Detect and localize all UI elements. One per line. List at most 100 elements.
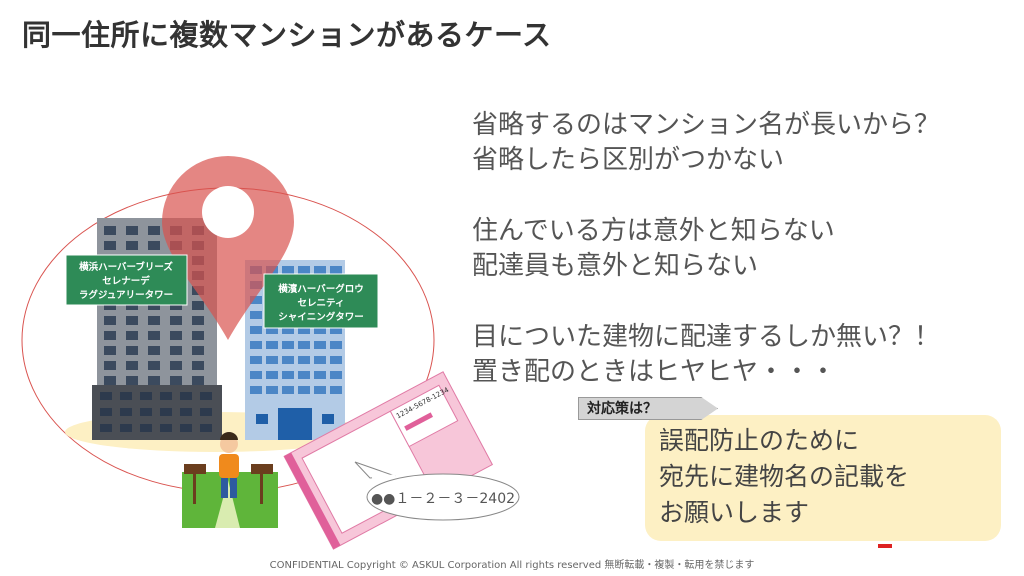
point-line: 省略したら区別がつかない (472, 145, 785, 175)
window (140, 408, 152, 416)
point-group: 住んでいる方は意外と知らない 配達員も意外と知らない (472, 214, 940, 284)
window (314, 341, 326, 349)
window (126, 346, 138, 355)
window (126, 361, 138, 370)
window (104, 226, 116, 235)
window (298, 326, 310, 334)
window (170, 346, 182, 355)
window (282, 371, 294, 379)
window (250, 326, 262, 334)
answer-box: 誤配防止のために 宛先に建物名の記載を お願いします (645, 415, 1001, 541)
svg-text:ラグジュアリータワー: ラグジュアリータワー (79, 289, 173, 301)
window (266, 326, 278, 334)
window (330, 356, 342, 364)
window (148, 331, 160, 340)
window (282, 386, 294, 394)
speech-bubble: ●●１－２－３－2402 (354, 461, 520, 521)
window (282, 266, 294, 274)
window (104, 316, 116, 325)
window (180, 408, 192, 416)
window (192, 331, 204, 340)
window (126, 331, 138, 340)
svg-text:●●１－２－３－2402: ●●１－２－３－2402 (371, 491, 515, 507)
window (298, 341, 310, 349)
answer-line: 誤配防止のために (659, 426, 860, 455)
window (148, 346, 160, 355)
window (148, 241, 160, 250)
window (314, 386, 326, 394)
window (160, 392, 172, 400)
window (282, 326, 294, 334)
window (330, 326, 342, 334)
window (250, 386, 262, 394)
window (298, 386, 310, 394)
building-label-left: 横浜ハーバーブリーズ セレナーデ ラグジュアリータワー (65, 254, 188, 306)
window (298, 356, 310, 364)
window (298, 371, 310, 379)
window (266, 356, 278, 364)
window (200, 392, 212, 400)
window (126, 376, 138, 385)
point-group: 省略するのはマンション名が長いから？ 省略したら区別がつかない (472, 108, 940, 178)
window (180, 424, 192, 432)
window (126, 241, 138, 250)
window (192, 316, 204, 325)
window (200, 424, 212, 432)
svg-text:横浜ハーバーブリーズ: 横浜ハーバーブリーズ (79, 261, 173, 273)
point-line: 配達員も意外と知らない (472, 251, 759, 281)
window (282, 356, 294, 364)
map-pin-icon (162, 156, 294, 340)
window (148, 361, 160, 370)
window (314, 356, 326, 364)
window (120, 424, 132, 432)
window (266, 341, 278, 349)
window (266, 371, 278, 379)
window (160, 424, 172, 432)
window (100, 408, 112, 416)
window (104, 346, 116, 355)
window (192, 376, 204, 385)
window (126, 316, 138, 325)
window (314, 371, 326, 379)
svg-text:横濱ハーバーグロウ: 横濱ハーバーグロウ (278, 283, 363, 295)
svg-text:セレニティ: セレニティ (298, 298, 345, 309)
window (140, 424, 152, 432)
window (250, 296, 262, 304)
window (104, 361, 116, 370)
window (140, 392, 152, 400)
slide-title: 同一住所に複数マンションがあるケース (22, 18, 552, 52)
window (192, 346, 204, 355)
signpost-icon (184, 464, 273, 504)
window (120, 392, 132, 400)
window (100, 392, 112, 400)
window (160, 408, 172, 416)
point-group: 目についた建物に配達するしか無い？！ 置き配のときはヒヤヒヤ・・・ (472, 320, 940, 390)
window (250, 371, 262, 379)
window (104, 376, 116, 385)
answer-line: お願いします (659, 498, 810, 527)
point-line: 置き配のときはヒヤヒヤ・・・ (472, 357, 837, 387)
person-icon (219, 432, 239, 498)
building-label-right: 横濱ハーバーグロウ セレニティ シャイニングタワー (263, 273, 379, 329)
window (100, 424, 112, 432)
window (126, 226, 138, 235)
window (330, 371, 342, 379)
window (250, 311, 262, 319)
window (180, 392, 192, 400)
window (330, 386, 342, 394)
countermeasure-tag: 対応策は？ (578, 397, 718, 420)
window (148, 316, 160, 325)
footer-copyright: CONFIDENTIAL Copyright © ASKUL Corporati… (269, 560, 755, 571)
window (192, 361, 204, 370)
window (192, 301, 204, 310)
window (314, 326, 326, 334)
svg-text:セレナーデ: セレナーデ (102, 275, 150, 287)
point-line: 省略するのはマンション名が長いから？ (472, 110, 941, 140)
window (250, 356, 262, 364)
window (170, 376, 182, 385)
point-line: 住んでいる方は意外と知らない (472, 216, 835, 246)
window (200, 408, 212, 416)
window (330, 266, 342, 274)
window (250, 341, 262, 349)
